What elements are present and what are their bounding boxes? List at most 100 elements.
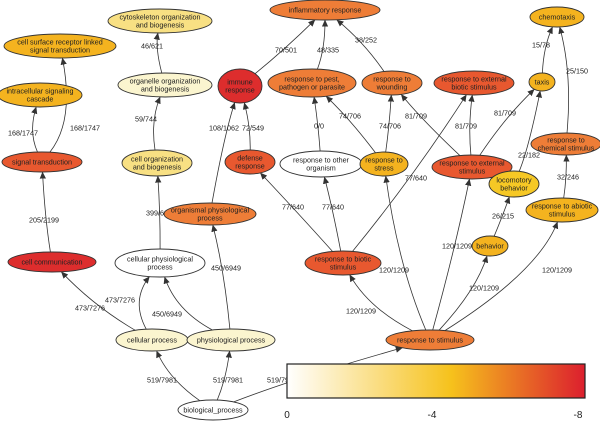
edge-stimulus-to-biotic [349,274,413,332]
edge-label: 59/744 [135,115,157,124]
node-ellipse [471,235,509,257]
edge-label: 519/7981 [213,376,243,385]
node-label: and biogenesis [141,85,190,94]
edge-line [31,106,38,153]
edge-line [254,19,316,75]
edge-cell_phys-to-cell_org [155,175,162,250]
edge-abiotic-to-chemical [563,154,570,199]
node-ellipse [529,6,585,28]
edge-other_org-to-pest [311,96,321,152]
edge-line [211,224,231,330]
node-label: process [197,214,223,223]
edge-line [155,175,162,250]
edge-pest-to-inflammatory [317,19,329,70]
edge-line [542,26,553,74]
edge-line [349,274,413,332]
edge-line [438,255,489,331]
edge-signal_transduction-to-intracellular [31,106,38,153]
node-label: cell organization [131,155,183,164]
edge-line [444,221,559,331]
node-label: cellular physiological [127,255,193,264]
edge-label: 0/0 [314,122,324,131]
node-ellipse [3,33,117,59]
node-label: response to biotic [315,255,372,264]
node-taxis[interactable]: taxis [528,72,556,92]
node-label: behavior [476,242,504,251]
edge-line [432,178,472,331]
edge-biological-to-physiological [216,350,232,401]
edge-label: 81/709 [405,112,427,121]
node-pest[interactable]: response to pest,pathogen or parasite [267,68,357,98]
node-stimulus[interactable]: response to stimulus [385,329,475,351]
node-label: stress [374,164,394,173]
edge-label: 120/1209 [542,266,572,275]
edge-signal_transduction-to-cell_surface [49,57,67,153]
node-chemotaxis[interactable]: chemotaxis [529,6,585,28]
node-cellular[interactable]: cellular process [115,328,189,352]
node-label: organism [306,164,336,173]
edge-label: 74/706 [379,122,401,131]
edge-label: 450/6949 [211,264,241,273]
edge-line [518,90,542,172]
node-signal-transduction[interactable]: signal transduction [1,151,83,173]
edge-label: 519/7981 [267,376,297,385]
node-ellipse [0,82,83,108]
edge-ext_stimulus-to-taxis [479,89,535,156]
edge-stimulus-to-abiotic [444,221,559,331]
node-physiological[interactable]: physiological process [186,328,276,352]
node-cell-comm[interactable]: cell communication [7,251,97,273]
edge-physiological-to-organismal [211,224,231,330]
node-label: cascade [27,95,54,104]
edge-line [260,172,333,252]
edge-organismal-to-immune [211,102,236,204]
edge-physiological-to-cell_phys [163,276,213,331]
node-label: response to [365,156,403,165]
node-label: stimulus [459,167,486,176]
edge-line [156,350,201,402]
edge-label: 120/1209 [469,284,499,293]
node-inflammatory[interactable]: inflammatory response [269,0,381,21]
edge-cellular-to-cell_phys [138,276,150,330]
node-label: stimulus [549,210,576,219]
node-ellipse [1,151,83,173]
node-label: chemical stimulus [538,144,595,153]
edge-label: 77/640 [405,174,427,183]
node-label: process [147,263,173,272]
node-label: cytoskeleton organization [119,13,200,22]
edge-label: 108/1062 [209,124,239,133]
edge-stimulus-to-behavior [438,255,489,331]
color-scale-bar [286,363,586,399]
edge-label: 26/215 [492,212,514,221]
edge-line [558,26,569,134]
edge-behavior-to-locomotory [493,196,511,237]
edge-label: 399/6356 [146,209,176,218]
node-biological[interactable]: biological_process [177,399,249,421]
edge-line [153,32,163,74]
node-behavior[interactable]: behavior [471,235,509,257]
node-label: immune [227,78,253,87]
edge-label: 77/640 [282,203,304,212]
edge-line [493,196,511,237]
legend-tick-0: 0 [284,410,290,421]
legend-tick-minus8: -8 [574,410,583,421]
node-label: response to external [439,159,505,168]
edge-label: 32/246 [557,173,579,182]
